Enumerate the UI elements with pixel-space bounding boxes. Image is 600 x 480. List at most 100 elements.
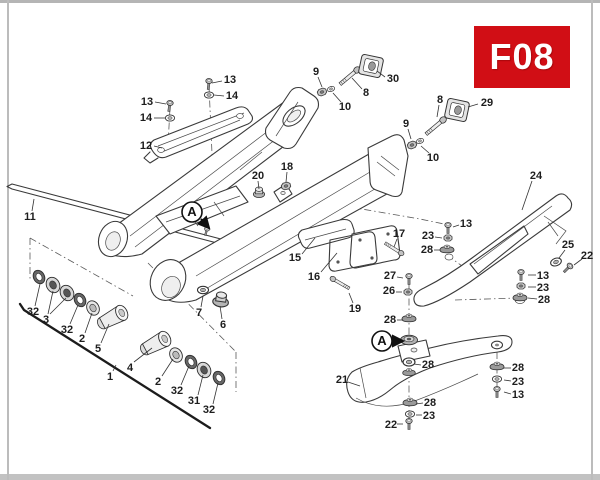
adjuster-block-29 — [443, 97, 471, 123]
part-number-label: 23 — [422, 230, 434, 242]
part-number-label: 30 — [387, 73, 399, 85]
page-border-top — [0, 0, 600, 3]
part-number-label: 17 — [393, 228, 405, 240]
part-number-label: 10 — [427, 152, 439, 164]
part-number-label: 28 — [424, 397, 436, 409]
part-number-label: 13 — [460, 218, 472, 230]
bearing-kit — [18, 267, 228, 430]
part-number-label: 13 — [512, 389, 524, 401]
leader-line — [31, 198, 35, 212]
kit-bracket-line — [18, 302, 212, 430]
leader-line — [320, 252, 338, 273]
part-number-label: 9 — [403, 118, 409, 130]
leader-line — [376, 70, 386, 78]
leader-line — [420, 145, 430, 154]
leader-line — [503, 391, 512, 395]
part-number-label: 32 — [27, 306, 39, 318]
leader-line — [452, 224, 460, 228]
part-number-label: 22 — [385, 419, 397, 431]
chain-slider-top — [143, 106, 254, 164]
leader-line — [285, 171, 288, 183]
leader-line — [332, 92, 342, 103]
part-number-label: 25 — [562, 239, 574, 251]
leader-line — [521, 180, 533, 211]
leader-line — [49, 297, 67, 315]
part-number-label: 23 — [537, 282, 549, 294]
part-number-label: 13 — [224, 74, 236, 86]
leader-line — [415, 402, 424, 405]
screw-22 — [561, 261, 575, 275]
leader-line — [436, 104, 440, 118]
leader-line — [407, 128, 412, 140]
leader-line — [413, 363, 422, 366]
leader-line — [351, 77, 363, 90]
part-number-label: 32 — [61, 324, 73, 336]
part-number-label: 23 — [512, 376, 524, 388]
part-number-label: 14 — [226, 90, 239, 102]
leader-line — [161, 358, 174, 377]
leader-line — [396, 276, 404, 279]
part-number-label: 1 — [107, 371, 113, 383]
page-border-left — [7, 0, 9, 480]
leader-line — [69, 304, 79, 325]
pivot-nut-6 — [211, 290, 231, 309]
chain-guide-arm — [346, 335, 513, 407]
detail-marker-letter: A — [377, 333, 387, 348]
leader-line — [34, 283, 41, 307]
part-number-label: 24 — [530, 170, 543, 182]
part-number-label: 28 — [421, 244, 433, 256]
chain-guide-block — [328, 225, 401, 272]
leader-line — [257, 180, 260, 190]
part-number-label: 28 — [384, 314, 396, 326]
washer-25 — [549, 256, 563, 268]
leader-line — [317, 76, 323, 88]
leader-line — [100, 323, 110, 344]
part-number-label: 21 — [336, 374, 348, 386]
markers-layer: AA — [181, 201, 406, 352]
leader-line — [153, 145, 163, 149]
part-number-label: 15 — [289, 252, 301, 264]
leader-line — [219, 305, 223, 320]
part-number-label: 5 — [95, 343, 101, 355]
leader-line — [154, 101, 167, 105]
leader-line — [47, 290, 54, 315]
leader-line — [213, 94, 225, 97]
part-number-label: 28 — [512, 362, 524, 374]
leader-line — [348, 292, 354, 304]
adjuster-block-30 — [357, 53, 385, 79]
part-number-label: 8 — [363, 87, 369, 99]
leader-line — [197, 374, 204, 396]
part-code-badge: F08 — [474, 26, 570, 88]
leader-line — [84, 312, 93, 334]
leader-line — [467, 103, 479, 108]
leader-line — [573, 258, 583, 266]
part-number-label: 18 — [281, 161, 293, 173]
leader-line — [212, 382, 219, 405]
part-number-label: 7 — [196, 307, 202, 319]
part-number-label: 11 — [24, 211, 36, 223]
part-number-label: 22 — [581, 250, 593, 262]
page-border-bottom — [0, 474, 600, 480]
bolt-19 — [328, 274, 351, 291]
part-number-label: 29 — [481, 97, 493, 109]
part-number-label: 13 — [537, 270, 549, 282]
part-number-label: 31 — [188, 395, 200, 407]
leader-line — [434, 236, 443, 239]
part-number-label: 20 — [252, 170, 264, 182]
leader-line — [301, 237, 316, 255]
part-number-label: 12 — [140, 140, 152, 152]
pivot-washer-7 — [196, 285, 210, 295]
leader-line — [211, 80, 223, 84]
part-number-label: 19 — [349, 303, 361, 315]
part-number-label: 23 — [423, 410, 435, 422]
part-number-label: 28 — [538, 294, 550, 306]
part-number-label: 10 — [339, 101, 351, 113]
detail-marker-arrow — [196, 215, 211, 230]
leader-line — [200, 295, 204, 308]
leader-line — [112, 364, 117, 372]
detail-marker-letter: A — [187, 204, 197, 219]
part-number-label: 13 — [141, 96, 153, 108]
part-number-label: 27 — [384, 270, 396, 282]
